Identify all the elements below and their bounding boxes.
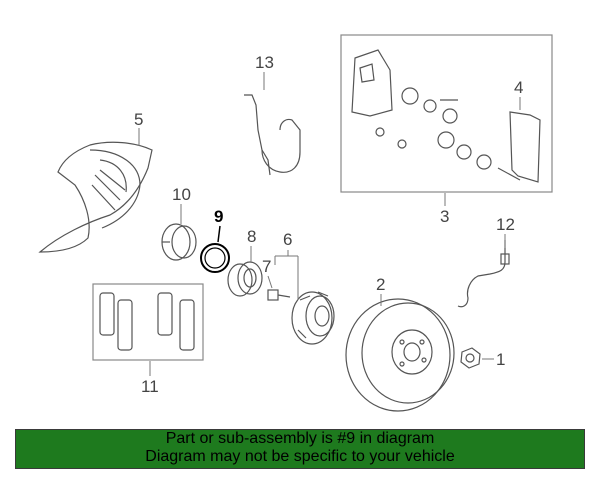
part-9-snap-ring <box>200 243 230 273</box>
banner-line-1: Part or sub-assembly is #9 in diagram <box>165 430 435 447</box>
callout-7: 7 <box>262 257 271 276</box>
callout-4: 4 <box>514 78 523 97</box>
callout-13: 13 <box>255 53 274 72</box>
callout-2: 2 <box>376 275 385 294</box>
callout-9: 9 <box>214 207 223 226</box>
part-11-brake-pads <box>99 292 195 351</box>
part-2-rotor <box>345 298 455 412</box>
callout-11: 11 <box>141 377 159 396</box>
callout-8: 8 <box>247 227 256 246</box>
part-8-bearing <box>227 261 263 297</box>
brake-pad-box <box>92 283 204 361</box>
part-5-dust-shield <box>38 141 153 253</box>
callout-12: 12 <box>496 215 515 234</box>
callout-3: 3 <box>440 207 449 226</box>
callout-6: 6 <box>283 230 292 249</box>
part-6-axle-hub <box>291 291 335 345</box>
callout-10: 10 <box>172 185 191 204</box>
part-10-cover <box>161 223 197 261</box>
callout-1: 1 <box>496 350 505 369</box>
part-1-lug-nut <box>460 347 481 369</box>
part-3-caliper-assembly <box>351 49 492 170</box>
callout-5: 5 <box>134 110 143 129</box>
info-banner: Part or sub-assembly is #9 in diagram Di… <box>15 429 585 469</box>
part-4-support-plate <box>497 111 541 183</box>
banner-line-2: Diagram may not be specific to your vehi… <box>145 448 455 465</box>
caliper-assembly-box <box>340 34 553 193</box>
part-13-speed-sensor <box>244 94 301 176</box>
part-7-hub-bolt <box>267 289 291 301</box>
part-12-brake-hose <box>457 240 510 308</box>
